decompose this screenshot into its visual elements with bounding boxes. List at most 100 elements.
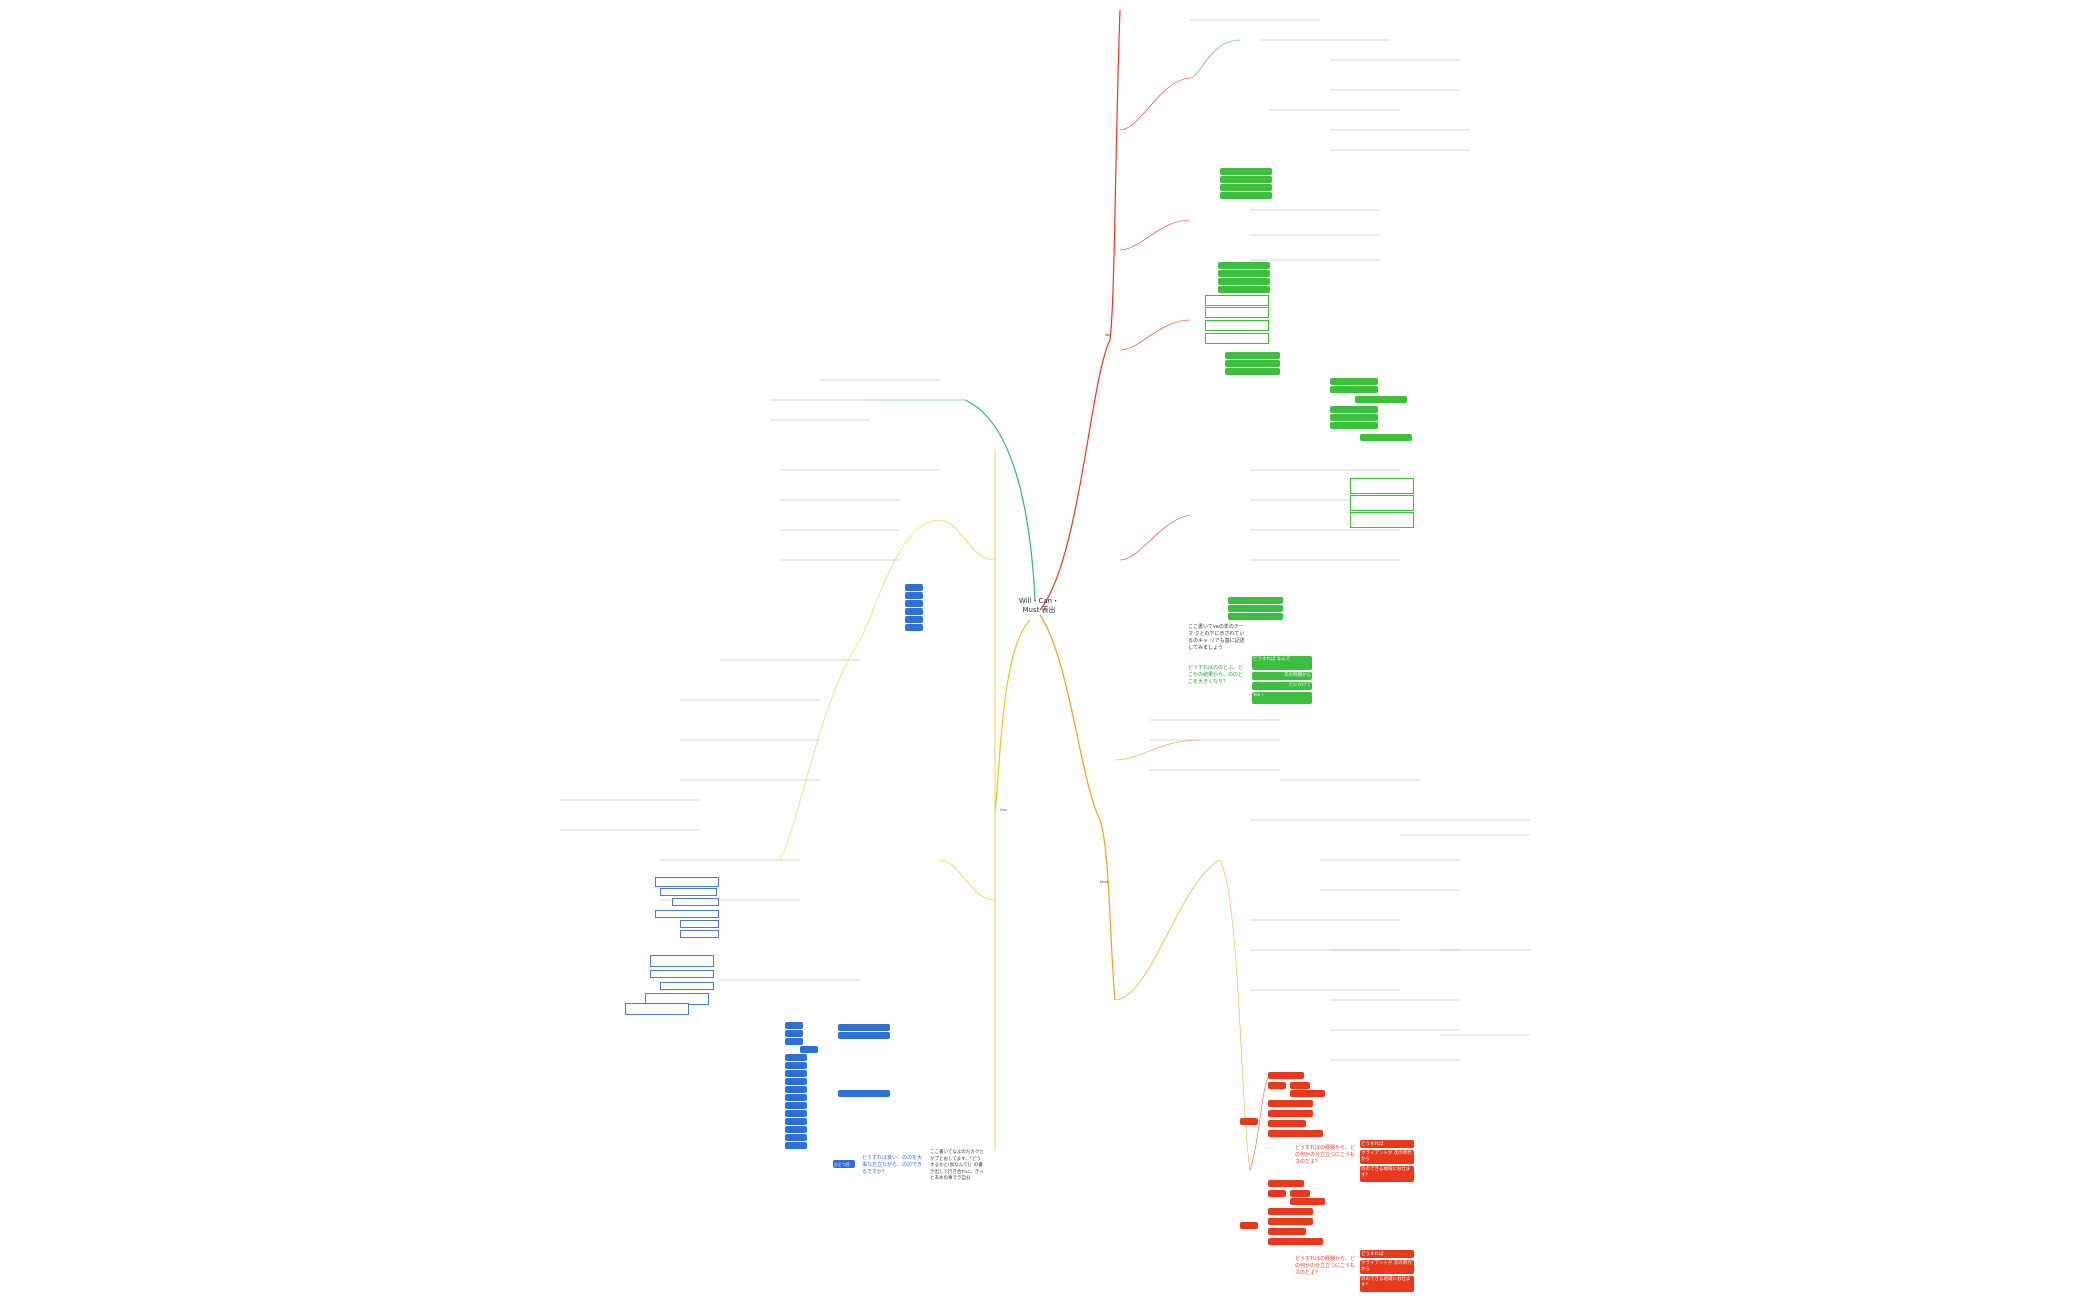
green-node[interactable]: [1218, 278, 1270, 285]
blue-node[interactable]: [785, 1126, 807, 1133]
must-box-3[interactable]: ののできる地域にお仕ます？: [1360, 1166, 1414, 1182]
blue-outline-node[interactable]: [650, 970, 714, 978]
green-outline-node[interactable]: [1350, 478, 1414, 494]
branch-label-will[interactable]: Will: [1105, 333, 1112, 337]
red-node[interactable]: [1268, 1180, 1304, 1187]
blue-node[interactable]: [785, 1102, 807, 1109]
blue-node[interactable]: [785, 1094, 807, 1101]
blue-node[interactable]: [800, 1046, 818, 1053]
blue-node[interactable]: [838, 1090, 890, 1097]
blue-node[interactable]: [785, 1070, 807, 1077]
connector-can-4: [779, 639, 861, 861]
must-box-2b[interactable]: クライアントが 次の時代から: [1360, 1260, 1414, 1274]
red-node[interactable]: [1290, 1190, 1310, 1197]
blue-outline-node[interactable]: [680, 920, 719, 928]
green-node[interactable]: [1228, 597, 1283, 604]
blue-outline-node[interactable]: [655, 877, 719, 887]
green-node[interactable]: [1220, 168, 1272, 175]
blue-node[interactable]: [785, 1110, 807, 1117]
blue-node[interactable]: [785, 1062, 807, 1069]
green-node[interactable]: [1330, 406, 1378, 413]
green-node[interactable]: [1355, 396, 1407, 403]
blue-node[interactable]: [905, 584, 923, 591]
blue-node[interactable]: [785, 1078, 807, 1085]
must-box-2[interactable]: クライアントが 次の時代から: [1360, 1150, 1414, 1164]
blue-node[interactable]: [785, 1118, 807, 1125]
green-node[interactable]: [1218, 286, 1270, 293]
red-node[interactable]: [1268, 1190, 1286, 1197]
blue-node[interactable]: [905, 608, 923, 615]
red-node[interactable]: [1268, 1228, 1306, 1235]
red-node[interactable]: [1290, 1090, 1325, 1097]
blue-outline-node[interactable]: [655, 910, 719, 918]
branch-label-must[interactable]: Must: [1100, 880, 1109, 884]
red-node[interactable]: [1268, 1238, 1323, 1245]
blue-node[interactable]: [785, 1086, 807, 1093]
red-node[interactable]: [1268, 1218, 1313, 1225]
green-node[interactable]: [1218, 270, 1270, 277]
green-outline-node[interactable]: [1205, 333, 1269, 344]
green-node[interactable]: [1218, 262, 1270, 269]
will-box-4[interactable]: Yes !: [1252, 692, 1312, 704]
blue-node[interactable]: [905, 624, 923, 631]
blue-node[interactable]: [785, 1054, 807, 1061]
green-node[interactable]: [1330, 422, 1378, 429]
red-node[interactable]: [1290, 1198, 1325, 1205]
blue-outline-node[interactable]: [650, 955, 714, 967]
blue-node[interactable]: [905, 600, 923, 607]
green-node[interactable]: [1228, 605, 1283, 612]
red-node[interactable]: [1268, 1120, 1306, 1127]
blue-node[interactable]: [785, 1134, 807, 1141]
blue-outline-node[interactable]: [680, 930, 719, 938]
will-box-3[interactable]: とにかけて: [1252, 682, 1312, 690]
blue-node[interactable]: [785, 1030, 803, 1037]
red-node[interactable]: [1240, 1222, 1258, 1229]
blue-outline-node[interactable]: [625, 1003, 689, 1015]
green-node[interactable]: [1330, 386, 1378, 393]
red-node[interactable]: [1240, 1118, 1258, 1125]
green-outline-node[interactable]: [1205, 307, 1269, 318]
will-box-2[interactable]: 次の時期から: [1252, 672, 1312, 680]
must-box-1[interactable]: どうすれば: [1360, 1140, 1414, 1148]
blue-node[interactable]: [905, 616, 923, 623]
must-question-1: どうすればの経験から、どの何かの分立立つにこうもスのだよ？: [1295, 1145, 1356, 1165]
green-node[interactable]: [1220, 176, 1272, 183]
branch-label-can[interactable]: Can: [1000, 808, 1007, 812]
must-box-1b[interactable]: どうすれば: [1360, 1250, 1414, 1258]
green-node[interactable]: [1330, 414, 1378, 421]
blue-node[interactable]: [785, 1022, 803, 1029]
blue-node[interactable]: [838, 1024, 890, 1031]
can-chip[interactable]: ひとつ目: [833, 1160, 855, 1168]
must-box-3b[interactable]: ののできる地域にお仕ます？: [1360, 1276, 1414, 1292]
red-node[interactable]: [1268, 1110, 1313, 1117]
blue-node[interactable]: [785, 1038, 803, 1045]
blue-outline-node[interactable]: [660, 888, 717, 896]
green-outline-node[interactable]: [1350, 512, 1414, 528]
red-node[interactable]: [1268, 1072, 1304, 1079]
connector-will-green: [1189, 39, 1241, 79]
green-outline-node[interactable]: [1350, 495, 1414, 511]
green-node[interactable]: [1225, 352, 1280, 359]
blue-node[interactable]: [785, 1142, 807, 1149]
green-node[interactable]: [1220, 192, 1272, 199]
red-node[interactable]: [1268, 1082, 1286, 1089]
green-node[interactable]: [1220, 184, 1272, 191]
blue-node[interactable]: [905, 592, 923, 599]
green-node[interactable]: [1228, 613, 1283, 620]
red-node[interactable]: [1290, 1082, 1310, 1089]
green-outline-node[interactable]: [1205, 320, 1269, 331]
green-node[interactable]: [1330, 378, 1378, 385]
blue-outline-node[interactable]: [660, 982, 714, 990]
root-node-title[interactable]: Will・Can・Must 表出: [1018, 597, 1060, 614]
green-node[interactable]: [1225, 360, 1280, 367]
red-node[interactable]: [1268, 1100, 1313, 1107]
green-outline-node[interactable]: [1205, 295, 1269, 306]
blue-outline-node[interactable]: [672, 898, 719, 906]
will-box-1[interactable]: どうすれば なんで: [1252, 656, 1312, 670]
blue-node[interactable]: [838, 1032, 890, 1039]
green-node[interactable]: [1360, 434, 1412, 441]
red-node[interactable]: [1268, 1130, 1323, 1137]
red-node[interactable]: [1268, 1208, 1313, 1215]
green-node[interactable]: [1225, 368, 1280, 375]
